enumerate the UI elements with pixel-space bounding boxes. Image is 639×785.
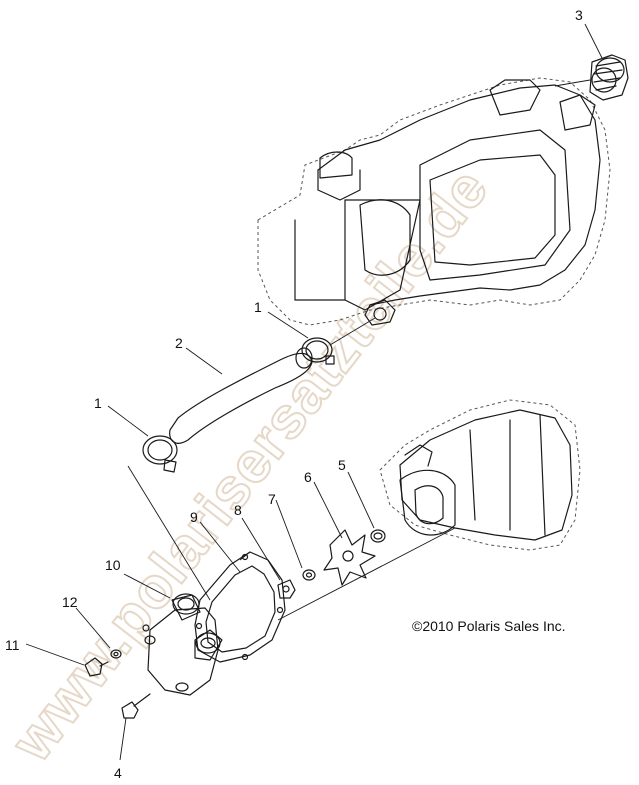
callout-1-lower: 1 [94,395,102,411]
impeller-part-6 [323,529,376,586]
callout-1-upper: 1 [254,299,262,315]
hose-part-2 [169,347,313,444]
fitting-part-3 [589,54,629,101]
seal-part-5 [370,529,386,543]
callout-8: 8 [234,502,242,518]
washer-part-12 [110,649,122,659]
bolt-part-4 [121,693,151,719]
engine-upper-block [257,77,611,326]
copyright-notice: ©2010 Polaris Sales Inc. [412,618,566,634]
callout-12: 12 [62,594,78,610]
callout-4: 4 [114,765,122,781]
washer-part-7 [302,569,316,581]
nut-part-8 [277,579,296,599]
callout-5: 5 [338,457,346,473]
callout-3: 3 [575,7,583,23]
leader-lines [25,23,603,761]
callout-7: 7 [268,491,276,507]
bolt-part-11 [84,657,109,677]
callout-11: 11 [5,637,20,653]
assembly-centerlines [127,79,591,621]
water-pump-cover-part-10 [142,593,223,696]
hose-clamp-part-1-upper [301,337,335,365]
callout-labels: 1 2 3 1 5 6 7 8 9 10 12 11 4 [5,7,583,781]
callout-9: 9 [190,509,198,525]
watermark-text: www.polarisersatzteile.de [0,156,501,774]
engine-lower-case [379,399,581,551]
callout-10: 10 [105,557,121,573]
hose-clamp-part-1-lower [142,435,178,473]
callout-2: 2 [175,335,183,351]
callout-6: 6 [304,469,312,485]
